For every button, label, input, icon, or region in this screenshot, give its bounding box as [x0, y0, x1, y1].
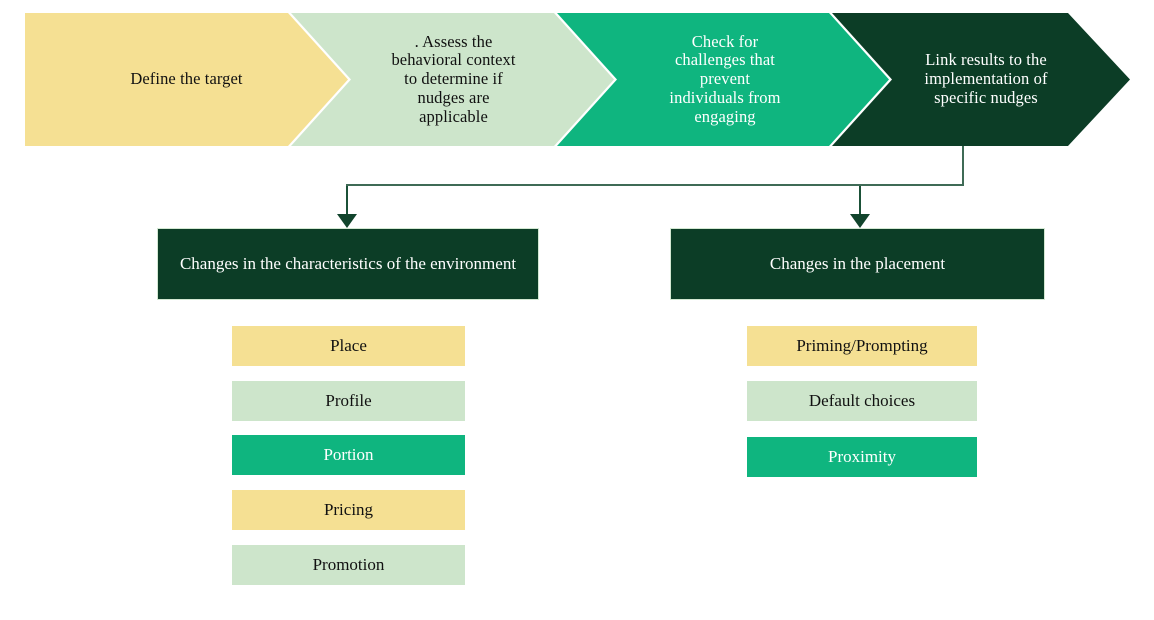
process-step-4-label: Link results to the implementation of sp… — [924, 50, 1048, 107]
connector-branch-right — [859, 186, 861, 216]
item-bar-pricing[interactable]: Pricing — [232, 490, 465, 530]
branch-title-environment[interactable]: Changes in the characteristics of the en… — [157, 228, 539, 300]
process-step-1[interactable]: Define the target — [25, 13, 348, 146]
arrow-down-icon-left — [337, 214, 357, 228]
connector-drop-line — [962, 146, 964, 186]
connector-horizontal-line — [346, 184, 964, 186]
item-bar-pricing-label: Pricing — [323, 500, 374, 519]
arrow-down-icon-right — [850, 214, 870, 228]
item-bar-priming-prompting-label: Priming/Prompting — [796, 336, 928, 355]
item-bar-place-label: Place — [330, 336, 367, 355]
item-bar-proximity-label: Proximity — [827, 447, 896, 466]
branch-title-placement-label: Changes in the placement — [769, 254, 946, 274]
connector-branch-left — [346, 186, 348, 216]
item-bar-profile[interactable]: Profile — [232, 381, 465, 421]
item-bar-priming-prompting[interactable]: Priming/Prompting — [747, 326, 977, 366]
process-step-2-label: . Assess the behavioral context to deter… — [391, 31, 516, 126]
item-bar-promotion-label: Promotion — [312, 555, 385, 574]
process-step-1-label: Define the target — [130, 69, 243, 89]
item-bar-promotion[interactable]: Promotion — [232, 545, 465, 585]
branch-title-environment-label: Changes in the characteristics of the en… — [179, 254, 517, 274]
process-step-3[interactable]: Check for challenges that prevent indivi… — [557, 13, 889, 146]
process-step-3-label: Check for challenges that prevent indivi… — [669, 31, 781, 126]
item-bar-portion-label: Portion — [323, 445, 374, 464]
item-bar-profile-label: Profile — [325, 391, 372, 410]
item-bar-place[interactable]: Place — [232, 326, 465, 366]
item-bar-default-choices-label: Default choices — [808, 391, 916, 410]
branch-title-placement[interactable]: Changes in the placement — [670, 228, 1045, 300]
item-bar-portion[interactable]: Portion — [232, 435, 465, 475]
item-bar-default-choices[interactable]: Default choices — [747, 381, 977, 421]
item-bar-proximity[interactable]: Proximity — [747, 437, 977, 477]
